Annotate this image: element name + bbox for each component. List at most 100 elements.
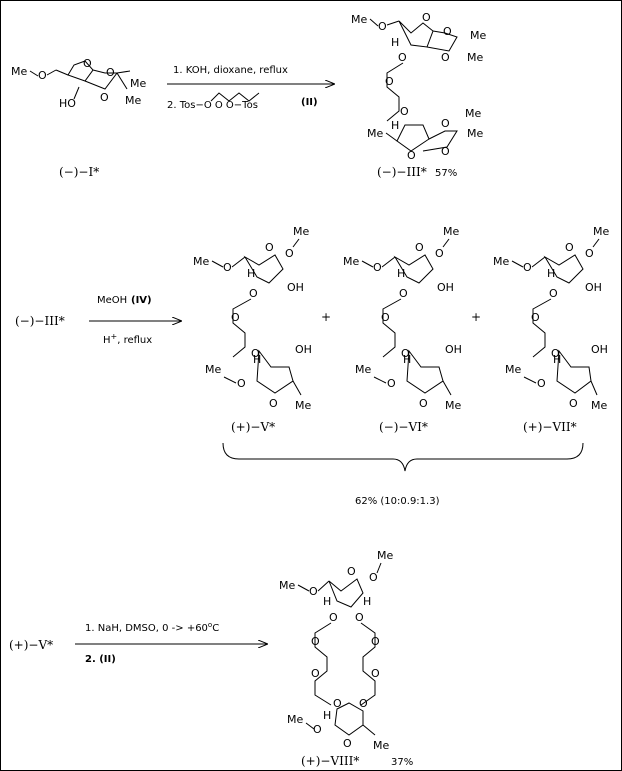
o-atom: O — [100, 91, 109, 104]
o-atom: O — [106, 66, 115, 79]
tos-linker-sketch — [210, 92, 260, 102]
compound-III-label: (−)−III* — [377, 165, 427, 179]
me-group: Me — [367, 127, 383, 140]
h-atom: H — [323, 595, 331, 608]
o-atom: O — [265, 241, 274, 254]
compound-VII-label: (+)−VII* — [523, 420, 577, 434]
me-group: Me — [377, 549, 393, 562]
o-atom: O — [373, 261, 382, 274]
degree-mark: o — [208, 621, 212, 629]
acid-charge: + — [111, 332, 118, 341]
oh-group: OH — [585, 281, 602, 294]
o-atom: O — [565, 241, 574, 254]
me-group: Me — [467, 51, 483, 64]
compound-VI-structure: Me O Me O O H OH O O O H OH O O Me Me — [343, 225, 462, 412]
ho-group: HO — [59, 97, 76, 110]
me-group: Me — [125, 94, 141, 107]
me-group: Me — [11, 65, 27, 78]
compound-V-structure: Me O Me O O H OH O O O H OH O O Me Me — [193, 225, 312, 412]
o-atom: O — [387, 377, 396, 390]
me-group: Me — [279, 579, 295, 592]
reaction-2-conditions: , reflux — [117, 335, 152, 346]
o-atom: O — [585, 247, 594, 260]
o-atom: O — [311, 635, 320, 648]
reaction-2-yield: 62% (10:0.9:1.3) — [355, 496, 440, 507]
o-atom: O — [398, 51, 407, 64]
o-atom: O — [531, 311, 540, 324]
o-atom: O — [378, 20, 387, 33]
reaction-1-reagent: (II) — [301, 97, 318, 108]
o-atom: O — [333, 697, 342, 710]
reaction-2-reagent-id: (IV) — [131, 295, 152, 306]
o-atom: O — [441, 51, 450, 64]
h-atom: H — [553, 353, 561, 366]
plus-sign-2: + — [471, 310, 481, 324]
o-atom: O — [419, 397, 428, 410]
o-atom: O — [311, 667, 320, 680]
h-atom: H — [403, 353, 411, 366]
reaction-3-step2: 2. (II) — [85, 654, 116, 665]
compound-VI-label: (−)−VI* — [379, 420, 428, 434]
o-atom: O — [435, 247, 444, 260]
oh-group: OH — [437, 281, 454, 294]
reaction-1-step2: 2. Tos−O O O−Tos — [167, 100, 258, 111]
me-group: Me — [351, 13, 367, 26]
reaction-3-step1: 1. NaH, DMSO, 0 -> +60 — [85, 623, 208, 634]
oh-group: OH — [591, 343, 608, 356]
o-atom: O — [385, 75, 394, 88]
compound-III-label-start: (−)−III* — [15, 314, 65, 328]
o-atom: O — [251, 347, 260, 360]
compound-I-label: (−)−I* — [59, 165, 99, 179]
o-atom: O — [441, 145, 450, 158]
h-atom: H — [391, 36, 399, 49]
o-atom: O — [569, 397, 578, 410]
o-atom: O — [83, 57, 92, 70]
o-atom: O — [347, 565, 356, 578]
reaction-2-reagent: MeOH — [97, 295, 127, 306]
compound-VIII-yield: 37% — [391, 757, 413, 768]
compound-V-label-start: (+)−V* — [9, 638, 53, 652]
h-atom: H — [547, 267, 555, 280]
me-group: Me — [287, 713, 303, 726]
me-group: Me — [470, 29, 486, 42]
me-group: Me — [465, 107, 481, 120]
h-atom: H — [363, 595, 371, 608]
compound-V-label: (+)−V* — [231, 420, 275, 434]
reaction-1-step1: 1. KOH, dioxane, reflux — [173, 65, 288, 76]
o-atom: O — [369, 571, 378, 584]
temperature-unit: C — [212, 623, 219, 634]
compound-VIII-label: (+)−VIII* — [301, 754, 359, 768]
o-atom: O — [441, 117, 450, 130]
o-atom: O — [237, 377, 246, 390]
me-group: Me — [373, 739, 389, 752]
o-atom: O — [537, 377, 546, 390]
o-atom: O — [269, 397, 278, 410]
me-group: Me — [355, 363, 371, 376]
o-atom: O — [400, 105, 409, 118]
o-atom: O — [359, 697, 368, 710]
compound-III-yield: 57% — [435, 168, 457, 179]
acid-symbol: H — [103, 335, 111, 346]
o-atom: O — [355, 611, 364, 624]
o-atom: O — [249, 287, 258, 300]
me-group: Me — [591, 399, 607, 412]
h-atom: H — [391, 119, 399, 132]
o-atom: O — [551, 347, 560, 360]
me-group: Me — [493, 255, 509, 268]
o-atom: O — [343, 737, 352, 750]
product-brace — [222, 442, 584, 472]
o-atom: O — [401, 347, 410, 360]
oh-group: OH — [445, 343, 462, 356]
h-atom: H — [323, 709, 331, 722]
svg-text:H+, reflux: H+, reflux — [103, 332, 152, 346]
o-atom: O — [422, 11, 431, 24]
o-atom: O — [549, 287, 558, 300]
o-atom: O — [399, 287, 408, 300]
me-group: Me — [443, 225, 459, 238]
h-atom: H — [247, 267, 255, 280]
compound-I-structure: Me O O O O Me Me HO — [11, 57, 146, 110]
o-atom: O — [407, 149, 416, 162]
svg-text:1. NaH, DMSO, 0 -> +60oC: 1. NaH, DMSO, 0 -> +60oC — [85, 621, 219, 634]
o-atom: O — [313, 723, 322, 736]
